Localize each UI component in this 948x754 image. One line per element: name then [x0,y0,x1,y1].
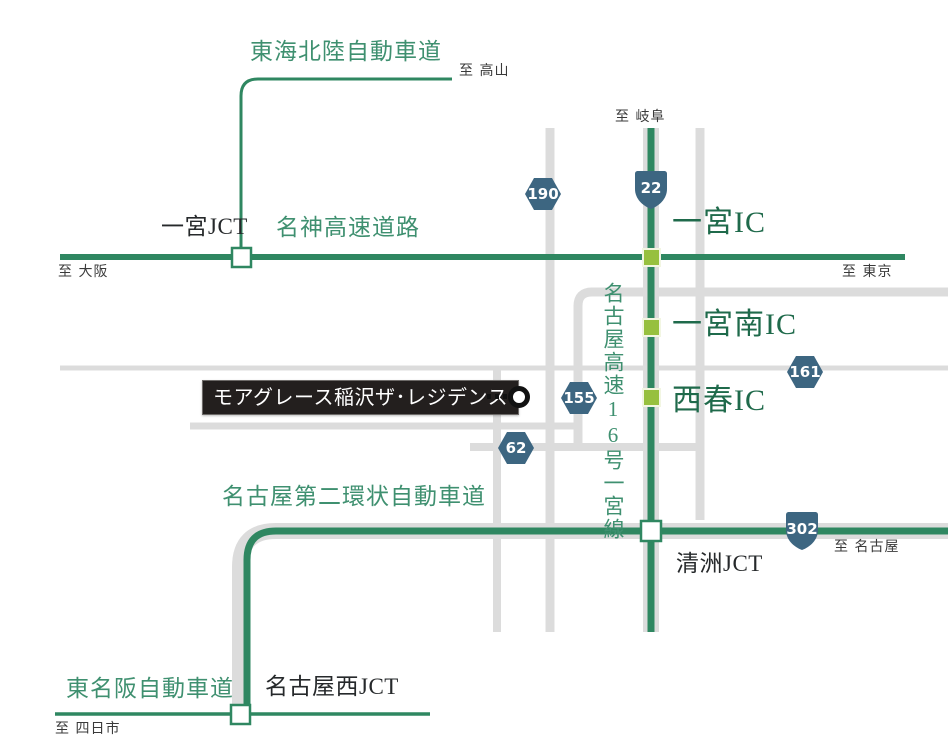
route-shield-155[interactable]: 155 [560,378,598,418]
route-shield-302[interactable]: 302 [783,511,821,551]
junction-marker-layer [229,246,663,726]
expressway-layer [55,77,948,716]
route-shield-161[interactable]: 161 [786,352,824,392]
label-nagoya-daini-kanjo-expressway: 名古屋第二環状自動車道 [222,484,486,509]
label-nagoya-nishi-jct: 名古屋西JCT [265,674,399,699]
property-name-label: モアグレース稲沢ザ･レジデンス [213,386,509,409]
route-shield-190[interactable]: 190 [524,174,562,214]
label-meishin-expressway: 名神高速道路 [276,215,420,240]
label-nishiharu-ic: 西春IC [672,384,766,417]
interchange-marker-layer [642,248,661,407]
callout-leader-dots [487,394,509,399]
expressway-nagoya-daini-kanjo [243,527,948,714]
marker-ichinomiya-minami-ic [642,318,661,337]
expressway-tokai-hokuriku [239,77,452,257]
direction-to-gifu: 至 岐阜 [615,109,666,125]
marker-ichinomiya-jct [230,246,253,269]
direction-to-nagoya: 至 名古屋 [834,539,900,555]
route-number-22: 22 [640,178,662,197]
route-number-62: 62 [505,438,527,457]
label-ichinomiya-jct: 一宮JCT [161,214,248,239]
label-ichinomiya-minami-ic: 一宮南IC [672,308,797,341]
direction-to-tokyo: 至 東京 [842,264,893,280]
route-number-161: 161 [789,362,821,381]
route-number-190: 190 [527,184,559,203]
label-tokai-hokuriku-expressway: 東海北陸自動車道 [250,39,442,64]
marker-ichinomiya-ic [642,248,661,267]
route-shield-62[interactable]: 62 [497,428,535,468]
direction-to-osaka: 至 大阪 [58,264,109,280]
marker-nagoya-nishi-jct [229,703,252,726]
label-kiyosu-jct: 清洲JCT [676,551,763,576]
route-number-155: 155 [563,388,595,407]
property-callout-box[interactable]: モアグレース稲沢ザ･レジデンス [202,380,520,415]
label-ichinomiya-ic: 一宮IC [672,206,766,239]
route-number-302: 302 [786,519,818,538]
direction-to-takayama: 至 高山 [459,63,510,79]
property-location-marker [508,386,530,408]
label-higashi-meihan-expressway: 東名阪自動車道 [66,676,234,701]
marker-kiyosu-jct [639,519,663,543]
route-shield-22[interactable]: 22 [632,170,670,210]
marker-nishiharu-ic [642,388,661,407]
label-nagoya-kosoku-16-ichinomiya-line: 名古屋高速16号一宮線 [601,282,625,541]
direction-to-yokkaichi: 至 四日市 [55,721,121,737]
